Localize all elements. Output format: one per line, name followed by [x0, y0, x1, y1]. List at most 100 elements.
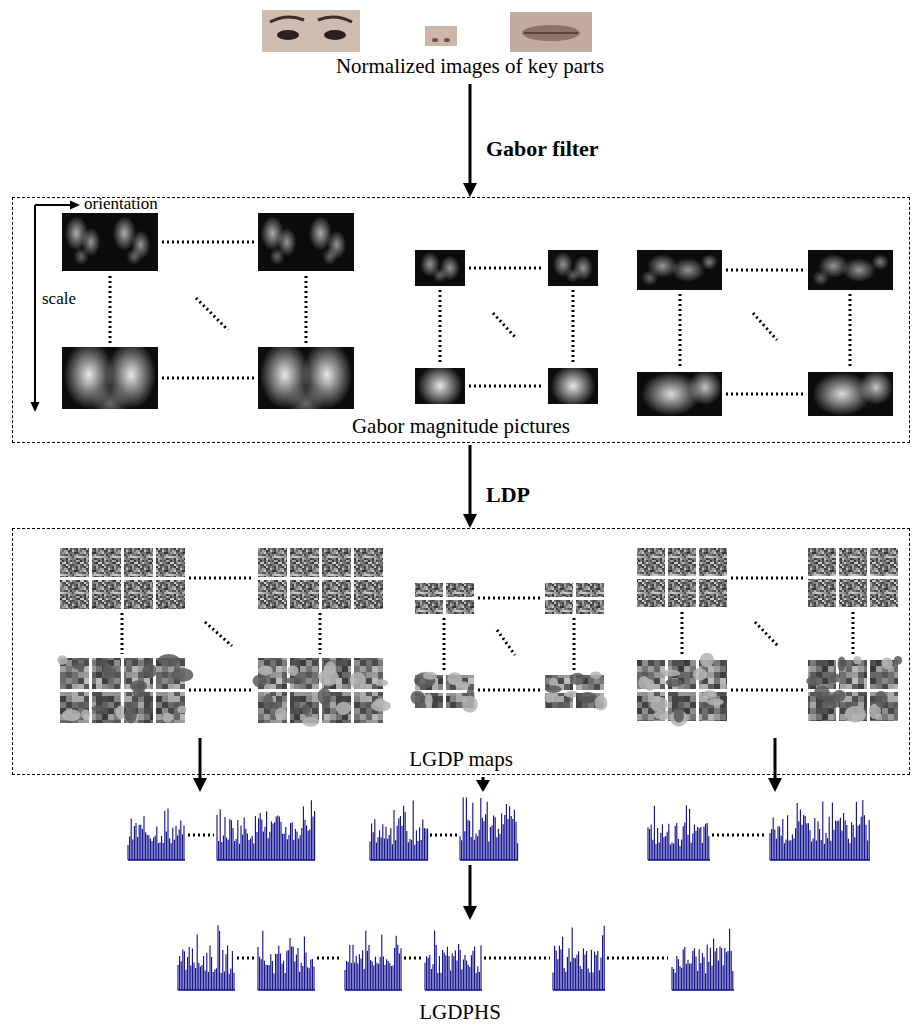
lgdp-patch [263, 693, 273, 710]
gabor-blob [551, 364, 596, 407]
arrow-head [768, 778, 782, 792]
dotted-line [753, 313, 777, 340]
lgdp-patch [318, 669, 338, 686]
dotted-line [205, 622, 232, 646]
gabor-blob [859, 370, 893, 405]
lgdp-tile [290, 548, 319, 577]
nostril [432, 38, 438, 42]
edge-label: LDP [484, 483, 532, 507]
lgdp-patch [350, 672, 366, 690]
lgdp-tile [290, 580, 319, 609]
gabor-blob [418, 364, 463, 407]
histogram [128, 808, 184, 860]
dotted-line [484, 957, 550, 960]
eyebrow [270, 17, 304, 22]
lgdp-patch [875, 691, 887, 708]
eyebrow [318, 17, 352, 22]
gabor-blob [641, 270, 658, 286]
gabor-picture [415, 250, 465, 286]
lgdp-tile [92, 692, 121, 723]
lgdp-tile [322, 548, 351, 577]
dashed-group-box: LGDP maps [12, 528, 910, 775]
lgdp-patch [662, 670, 681, 677]
gabor-picture [548, 250, 598, 286]
dotted-line [852, 612, 855, 656]
flow-arrow [193, 738, 207, 792]
lgdp-tile [60, 580, 89, 609]
histogram-base [370, 859, 428, 861]
gabor-blob [74, 248, 89, 265]
flow-arrow [768, 738, 782, 792]
histogram [370, 801, 428, 860]
dotted-line [712, 834, 767, 837]
lgdp-patch [132, 689, 145, 697]
dotted-line [726, 269, 804, 272]
dotted-line [731, 689, 804, 692]
lgdp-tile [124, 580, 153, 609]
histogram-base [648, 859, 710, 861]
dotted-line [755, 622, 778, 646]
histogram-base [128, 859, 185, 861]
histogram [672, 929, 733, 990]
lgdp-tile [415, 600, 443, 614]
gabor-blob [91, 384, 129, 421]
dotted-line [317, 957, 342, 960]
histogram [648, 805, 709, 860]
gabor-blob [433, 268, 448, 282]
lgdp-tile [870, 548, 898, 576]
lgdp-patch [853, 656, 861, 664]
lgdp-patch [645, 679, 654, 691]
lgdp-patch [425, 693, 433, 706]
lgdp-tile [92, 580, 121, 609]
histogram-base [770, 859, 870, 861]
lgdp-patch [700, 653, 714, 668]
lgdp-patch [57, 655, 68, 665]
dotted-line [109, 276, 112, 343]
lgdp-tile [637, 579, 665, 607]
dotted-line [679, 294, 682, 368]
flow-arrow [463, 865, 477, 920]
lgdp-tile [839, 579, 867, 607]
lgdp-patch [544, 693, 554, 703]
lgdp-patch [158, 654, 180, 667]
lgdp-patch [545, 685, 561, 693]
lgdp-tile [545, 583, 573, 597]
axis-label: scale [42, 290, 76, 309]
arrow-shaft [469, 445, 472, 514]
histogram [460, 797, 518, 860]
lgdp-patch [806, 676, 823, 687]
lgdp-tile [668, 579, 696, 607]
arrow-shaft [482, 777, 485, 780]
dotted-line [497, 630, 515, 655]
dotted-line [162, 377, 254, 380]
dotted-line [478, 689, 541, 692]
gabor-blob [688, 370, 722, 405]
histogram-base [345, 989, 402, 991]
arrow-shaft [34, 205, 36, 402]
lgdp-tile [60, 548, 89, 577]
arrow-head [463, 183, 477, 197]
lgdp-patch [590, 671, 601, 678]
histogram [553, 926, 604, 990]
lgdp-patch [881, 658, 893, 670]
lgdp-patch [894, 656, 902, 665]
dotted-line [430, 834, 457, 837]
lgdp-patch [62, 709, 81, 721]
lgdp-patch [838, 656, 846, 671]
gabor-picture [62, 213, 158, 271]
lgdp-tile [354, 580, 383, 609]
arrow-head [463, 906, 477, 920]
histogram [258, 931, 314, 990]
lgdp-tile [839, 548, 867, 576]
histogram-base [258, 989, 315, 991]
arrow-head [193, 778, 207, 792]
dotted-line [404, 957, 422, 960]
nose-image [425, 26, 457, 46]
lgdp-patch [287, 665, 298, 676]
histogram-base [217, 859, 315, 861]
dotted-line [726, 393, 804, 396]
dotted-line [439, 290, 442, 364]
